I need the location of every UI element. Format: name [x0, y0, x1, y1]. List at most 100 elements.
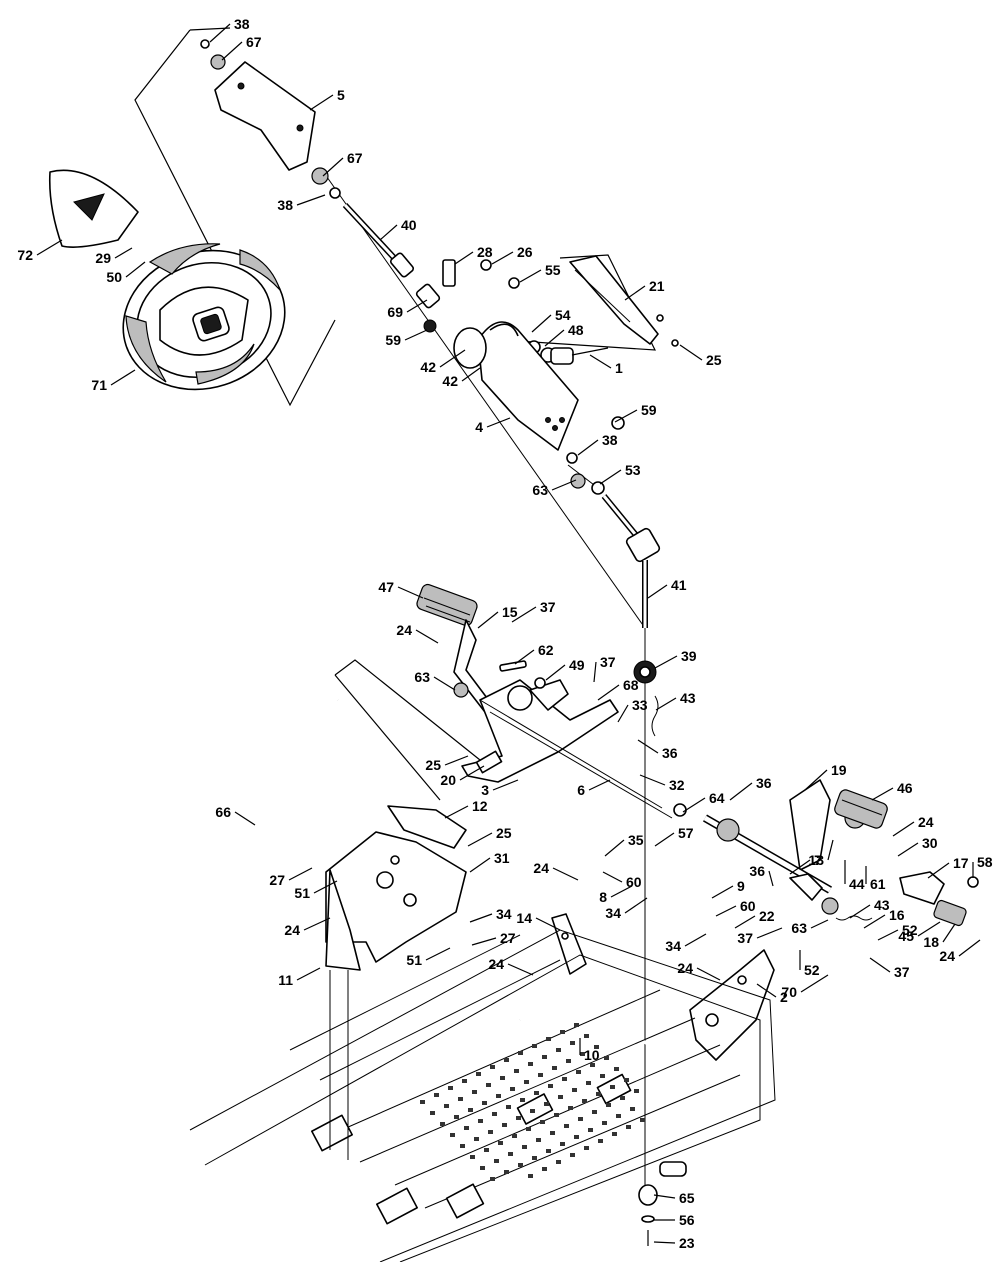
callout-leader	[114, 247, 133, 259]
callout-number: 40	[401, 217, 417, 233]
floor-hole	[580, 1052, 585, 1056]
callout-number: 52	[804, 962, 820, 978]
callout-number: 4	[475, 419, 483, 435]
callout-leader	[729, 782, 753, 801]
callout-leader	[469, 857, 491, 873]
callout-leader	[439, 349, 466, 368]
callout-number: 43	[874, 897, 890, 913]
callout-number: 29	[95, 250, 111, 266]
floor-hole	[596, 1092, 601, 1096]
callout-leader	[313, 880, 338, 894]
callout-number: 24	[918, 814, 934, 830]
callout-number: 37	[600, 654, 616, 670]
callout-number: 36	[662, 745, 678, 761]
upper-steering-shaft	[311, 167, 456, 333]
callout-leader	[36, 239, 63, 256]
callout-number: 7	[814, 852, 822, 868]
floor-hole	[554, 1113, 559, 1117]
floor-hole	[542, 1167, 547, 1171]
callout-number: 39	[681, 648, 697, 664]
callout-leader	[296, 194, 326, 206]
floor-hole	[556, 1160, 561, 1164]
callout-number: 46	[897, 780, 913, 796]
callout-leader	[827, 839, 834, 861]
callout-number: 38	[602, 432, 618, 448]
floor-hole	[520, 1098, 525, 1102]
callout-leader	[897, 842, 919, 857]
floor-hole	[462, 1079, 467, 1083]
floor-hole	[470, 1155, 475, 1159]
floor-hole	[420, 1100, 425, 1104]
mount-plate	[551, 913, 587, 975]
pedal-mount-bracket	[325, 805, 467, 971]
callout-number: 14	[516, 910, 532, 926]
floor-hole	[560, 1030, 565, 1034]
callout-leader	[696, 967, 721, 981]
callout-number: 71	[91, 377, 107, 393]
chassis-frame	[189, 929, 776, 1262]
callout-number: 63	[791, 920, 807, 936]
callout-number: 37	[540, 599, 556, 615]
callout-leader	[800, 974, 829, 993]
floor-hole	[532, 1156, 537, 1160]
callout-leader	[444, 755, 469, 766]
floor-hole	[430, 1111, 435, 1115]
callout-number: 16	[889, 907, 905, 923]
callout-leader	[221, 41, 243, 61]
callout-number: 20	[440, 772, 456, 788]
callout-leader	[647, 584, 668, 599]
floor-hole	[532, 1044, 537, 1048]
floor-hole	[564, 1124, 569, 1128]
callout-leader	[715, 905, 737, 917]
callout-number: 13	[808, 852, 824, 868]
floor-hole	[614, 1067, 619, 1071]
floor-hole	[598, 1139, 603, 1143]
callout-number: 6	[577, 782, 585, 798]
floor-hole	[538, 1073, 543, 1077]
callout-number: 28	[477, 244, 493, 260]
callout-number: 60	[740, 898, 756, 914]
callout-leader	[514, 649, 535, 665]
callout-leader	[296, 967, 321, 981]
callout-leader	[610, 885, 633, 898]
callout-leader	[209, 23, 231, 43]
callout-leader	[477, 611, 499, 629]
floor-hole	[500, 1076, 505, 1080]
callout-number: 24	[677, 960, 693, 976]
callout-number: 48	[568, 322, 584, 338]
floor-hole	[516, 1116, 521, 1120]
callout-number: 65	[679, 1190, 695, 1206]
callout-leader	[461, 367, 481, 382]
callout-number: 57	[678, 825, 694, 841]
callout-leader	[942, 923, 956, 943]
floor-hole	[640, 1118, 645, 1122]
callout-number: 63	[532, 482, 548, 498]
floor-hole	[506, 1105, 511, 1109]
floor-hole	[602, 1121, 607, 1125]
floor-hole	[590, 1063, 595, 1067]
floor-hole	[454, 1115, 459, 1119]
callout-leader	[849, 904, 871, 919]
floor-hole	[490, 1065, 495, 1069]
callout-number: 25	[496, 825, 512, 841]
callout-leader	[756, 927, 783, 939]
floor-hole	[584, 1034, 589, 1038]
park-brake-rod	[98, 698, 353, 942]
floor-hole	[574, 1135, 579, 1139]
callout-leader	[599, 469, 622, 485]
callout-leader	[544, 329, 565, 347]
floor-hole	[496, 1094, 501, 1098]
floor-hole	[510, 1087, 515, 1091]
callout-leader	[545, 664, 566, 681]
callout-leader	[734, 915, 756, 929]
callout-number: 68	[623, 677, 639, 693]
callout-leader	[711, 885, 734, 899]
callout-leader	[322, 157, 344, 177]
callout-number: 8	[599, 889, 607, 905]
callout-leader	[614, 409, 638, 423]
floor-hole	[518, 1163, 523, 1167]
callout-leader	[604, 839, 625, 857]
callout-leader	[756, 983, 777, 998]
callout-number: 72	[17, 247, 33, 263]
